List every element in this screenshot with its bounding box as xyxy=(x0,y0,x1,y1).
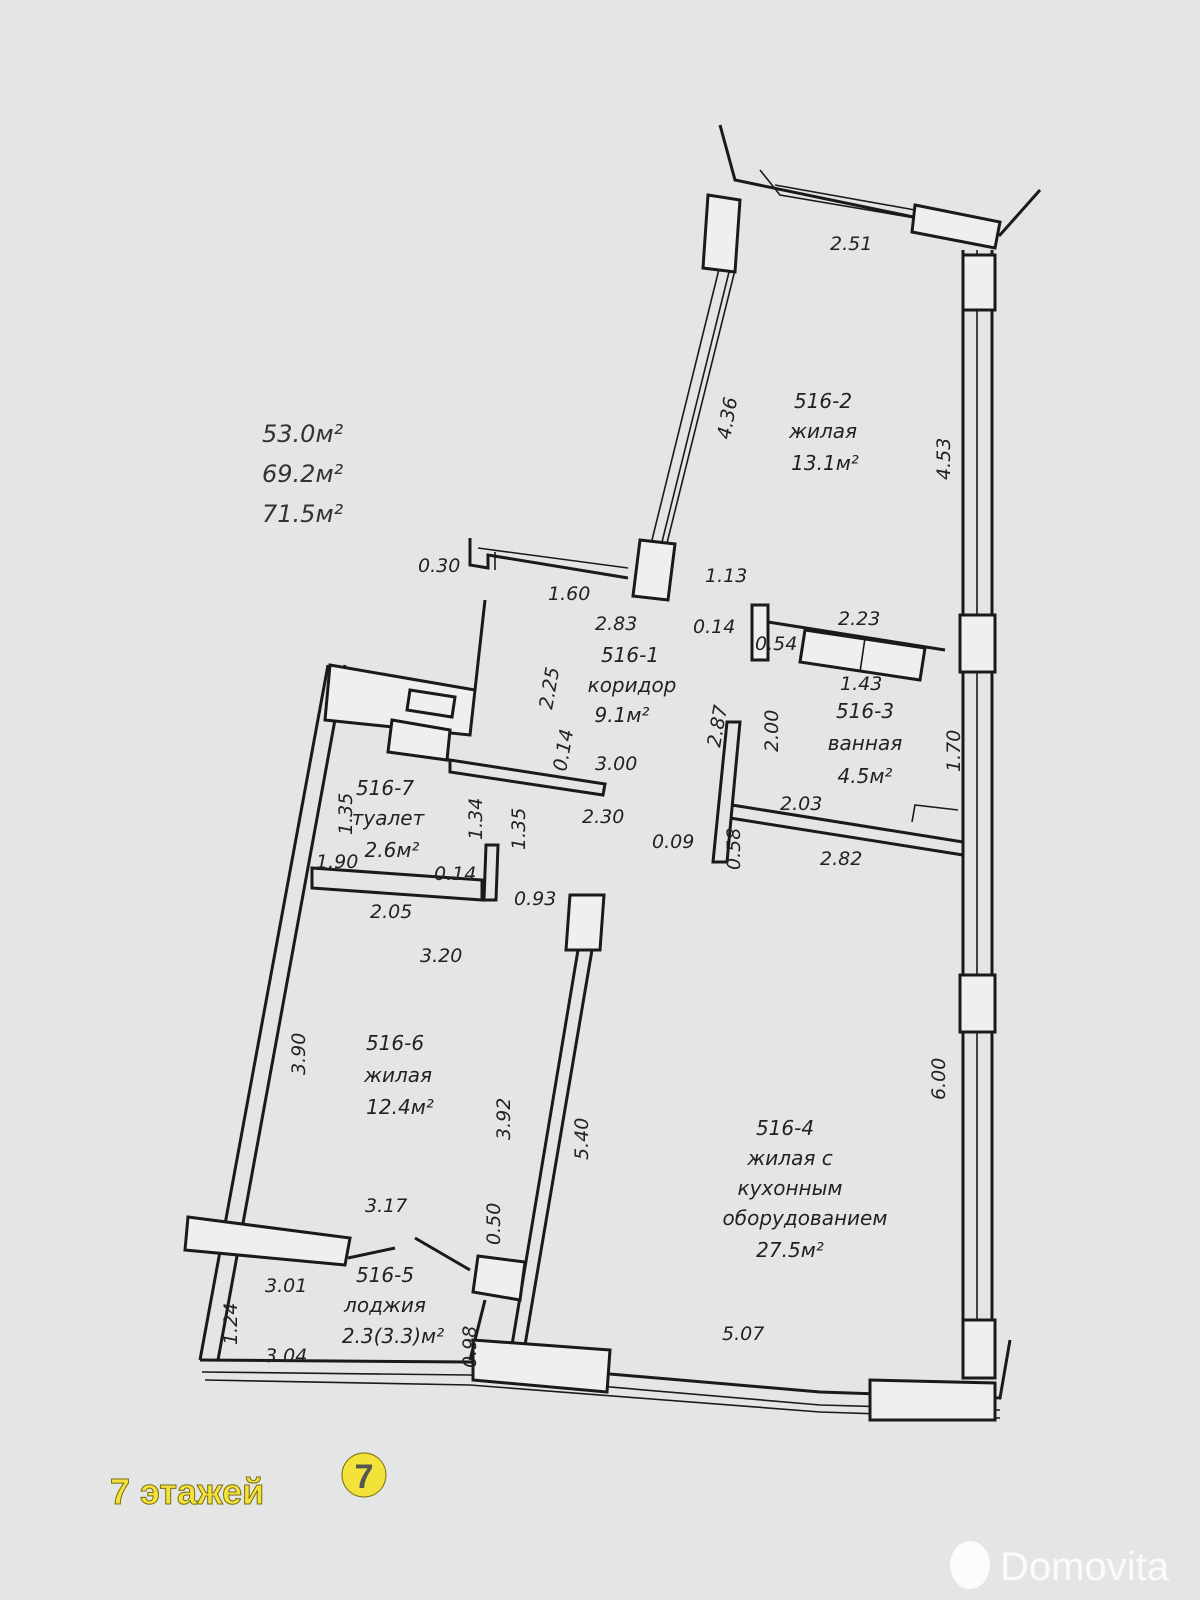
dimension: 1.24 xyxy=(220,1303,242,1345)
dimension: 0.93 xyxy=(514,888,556,910)
dimension: 2.83 xyxy=(595,613,637,635)
dimension: 2.00 xyxy=(761,710,783,752)
dimension: 1.34 xyxy=(465,798,487,840)
dimension: 0.14 xyxy=(434,863,476,885)
dimension: 1.13 xyxy=(705,565,747,587)
dimension: 0.98 xyxy=(459,1326,481,1368)
dimension: 1.43 xyxy=(840,673,882,695)
room-name: ванная xyxy=(828,731,902,755)
walls xyxy=(183,124,1042,1422)
room-area: 9.1м² xyxy=(595,703,650,727)
dimension: 2.03 xyxy=(780,793,822,815)
room-name: оборудованием xyxy=(723,1206,888,1230)
room-516-1: 516-1 коридор 9.1м² xyxy=(588,643,677,727)
dimension: 0.14 xyxy=(693,616,735,638)
dimension: 0.50 xyxy=(483,1203,505,1245)
room-id: 516-6 xyxy=(366,1031,424,1055)
dimensions: 2.51 4.36 4.53 0.30 1.60 1.13 2.83 0.14 … xyxy=(220,233,965,1368)
dimension: 0.14 xyxy=(549,727,578,772)
svg-text:7: 7 xyxy=(355,1458,374,1496)
dimension: 2.05 xyxy=(370,901,412,923)
dimension: 3.20 xyxy=(420,945,462,967)
watermark-text: Domovita xyxy=(1000,1545,1170,1589)
dimension: 3.04 xyxy=(265,1345,307,1367)
dimension: 2.87 xyxy=(703,703,732,748)
dimension: 4.53 xyxy=(933,438,955,480)
room-id: 516-4 xyxy=(756,1116,814,1140)
room-516-7: 516-7 туалет 2.6м² xyxy=(352,776,426,862)
room-area: 4.5м² xyxy=(838,764,893,788)
dimension: 3.01 xyxy=(265,1275,307,1297)
dimension: 4.36 xyxy=(713,395,742,440)
dimension: 0.58 xyxy=(723,828,745,870)
room-area: 27.5м² xyxy=(756,1238,824,1262)
room-516-5: 516-5 лоджия 2.3(3.3)м² xyxy=(342,1263,444,1348)
dimension: 5.40 xyxy=(571,1118,593,1160)
dimension: 2.25 xyxy=(535,665,564,710)
dimension: 3.17 xyxy=(365,1195,407,1217)
dimension: 3.92 xyxy=(493,1098,515,1140)
room-name: туалет xyxy=(352,806,426,830)
dimension: 3.00 xyxy=(595,753,637,775)
dimension: 2.30 xyxy=(582,806,624,828)
room-name: кухонным xyxy=(737,1176,842,1200)
room-name: жилая xyxy=(788,419,857,443)
room-area: 12.4м² xyxy=(366,1095,434,1119)
total-area-living: 53.0м² xyxy=(262,420,344,448)
floor-count-label: 7 этажей xyxy=(110,1471,264,1512)
room-name: коридор xyxy=(588,673,677,697)
dimension: 1.35 xyxy=(335,793,357,835)
dimension: 0.54 xyxy=(755,633,797,655)
dimension: 1.90 xyxy=(316,851,358,873)
floor-badge-icon: 7 xyxy=(341,1452,387,1498)
room-516-3: 516-3 ванная 4.5м² xyxy=(828,699,902,788)
dimension: 6.00 xyxy=(928,1058,950,1100)
room-516-2: 516-2 жилая 13.1м² xyxy=(788,389,859,475)
dimension: 2.82 xyxy=(820,848,862,870)
watermark-logo-icon xyxy=(950,1541,990,1589)
room-area: 13.1м² xyxy=(791,451,859,475)
dimension: 0.30 xyxy=(418,555,460,577)
dimension: 0.09 xyxy=(652,831,694,853)
room-area: 2.6м² xyxy=(365,838,420,862)
room-id: 516-2 xyxy=(794,389,852,413)
total-area-with-loggia: 71.5м² xyxy=(262,500,344,528)
room-516-4: 516-4 жилая с кухонным оборудованием 27.… xyxy=(723,1116,888,1262)
dimension: 3.90 xyxy=(288,1033,310,1075)
room-id: 516-3 xyxy=(836,699,894,723)
dimension: 2.51 xyxy=(830,233,872,255)
room-id: 516-1 xyxy=(601,643,659,667)
room-name: лоджия xyxy=(343,1293,426,1317)
watermark: Domovita xyxy=(950,1541,1170,1589)
dimension: 1.70 xyxy=(943,730,965,772)
room-area: 2.3(3.3)м² xyxy=(342,1324,444,1348)
room-name: жилая с xyxy=(746,1146,832,1170)
room-name: жилая xyxy=(363,1063,432,1087)
dimension: 5.07 xyxy=(722,1323,764,1345)
room-id: 516-7 xyxy=(356,776,414,800)
total-area-general: 69.2м² xyxy=(262,460,344,488)
room-516-6: 516-6 жилая 12.4м² xyxy=(363,1031,434,1119)
dimension: 1.60 xyxy=(548,583,590,605)
dimension: 1.35 xyxy=(508,808,530,850)
dimension: 2.23 xyxy=(838,608,880,630)
room-id: 516-5 xyxy=(356,1263,414,1287)
